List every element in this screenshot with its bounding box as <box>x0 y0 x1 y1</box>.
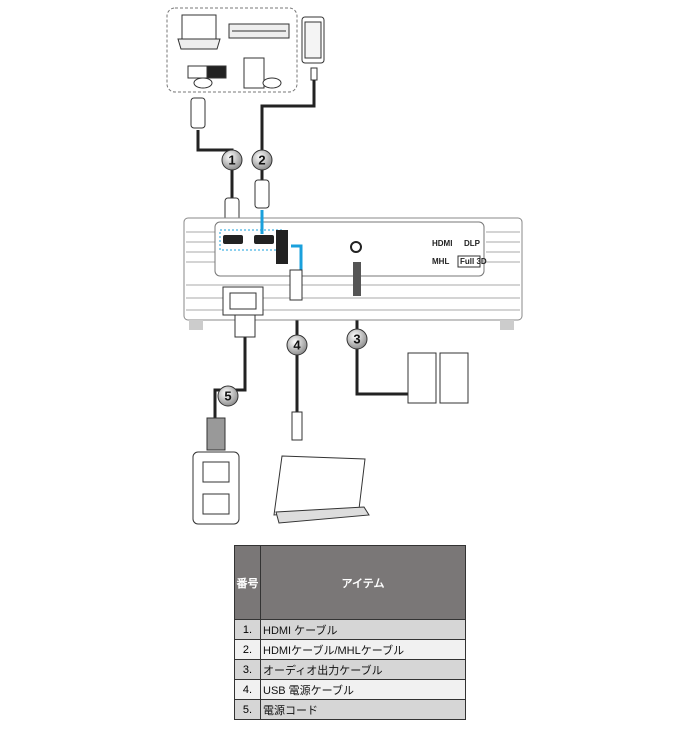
table-row: 2.HDMIケーブル/MHLケーブル <box>234 639 466 660</box>
table-row: 4.USB 電源ケーブル <box>234 679 466 700</box>
source-devices-group <box>166 7 298 93</box>
wall-outlet-icon <box>192 451 240 525</box>
row-item: オーディオ出力ケーブル <box>260 659 466 680</box>
game-console-xbox-icon <box>187 65 227 89</box>
row-number: 3. <box>234 659 261 680</box>
projector-rear: HDMI DLP MHL Full 3D <box>183 210 523 338</box>
game-console-ps4-icon <box>243 57 282 89</box>
svg-text:2: 2 <box>258 153 265 168</box>
header-number: 番号 <box>234 545 261 620</box>
power-plug-icon <box>206 417 226 451</box>
items-table: 番号 アイテム 1.HDMI ケーブル 2.HDMIケーブル/MHLケーブル 3… <box>234 545 466 720</box>
svg-text:1: 1 <box>228 153 235 168</box>
callout-2: 2 <box>251 149 273 171</box>
hdmi-port-1 <box>223 235 243 244</box>
mhl-plug-icon <box>254 179 270 209</box>
usb-power-port <box>276 230 288 264</box>
callout-4: 4 <box>286 334 308 356</box>
laptop-source-icon <box>177 14 221 50</box>
audio-out-jack <box>350 241 362 253</box>
usb-plug-icon <box>291 411 303 441</box>
blu-ray-player-icon <box>228 23 290 39</box>
smartphone-icon <box>301 16 325 81</box>
callout-3: 3 <box>346 328 368 350</box>
hdmi-cable-1 <box>196 130 234 200</box>
hdmi-logo: HDMI <box>432 239 452 248</box>
row-item: 電源コード <box>260 699 466 720</box>
row-number: 4. <box>234 679 261 700</box>
mhl-cable-2 <box>260 80 316 196</box>
table-row: 5.電源コード <box>234 699 466 720</box>
hdmi-port-2-mhl <box>254 235 274 244</box>
callout-5: 5 <box>217 385 239 407</box>
row-number: 1. <box>234 619 261 640</box>
table-header-row: 番号 アイテム <box>234 545 466 620</box>
svg-text:3: 3 <box>353 332 360 347</box>
dlp-logo: DLP <box>464 239 481 248</box>
row-number: 2. <box>234 639 261 660</box>
header-item: アイテム <box>260 545 466 620</box>
row-number: 5. <box>234 699 261 720</box>
speakers-icon <box>407 352 469 404</box>
row-item: HDMI ケーブル <box>260 619 466 640</box>
callout-1: 1 <box>221 149 243 171</box>
table-row: 3.オーディオ出力ケーブル <box>234 659 466 680</box>
row-item: USB 電源ケーブル <box>260 679 466 700</box>
laptop-icon <box>273 455 370 524</box>
row-item: HDMIケーブル/MHLケーブル <box>260 639 466 660</box>
svg-text:4: 4 <box>293 338 301 353</box>
power-cord-5 <box>213 335 247 425</box>
full3d-logo: Full 3D <box>460 257 487 266</box>
mhl-logo: MHL <box>432 257 449 266</box>
connection-diagram: HDMI DLP MHL Full 3D 1 2 3 4 5 <box>166 7 523 525</box>
table-row: 1.HDMI ケーブル <box>234 619 466 640</box>
audio-cable-3 <box>355 310 410 396</box>
svg-text:5: 5 <box>224 389 231 404</box>
